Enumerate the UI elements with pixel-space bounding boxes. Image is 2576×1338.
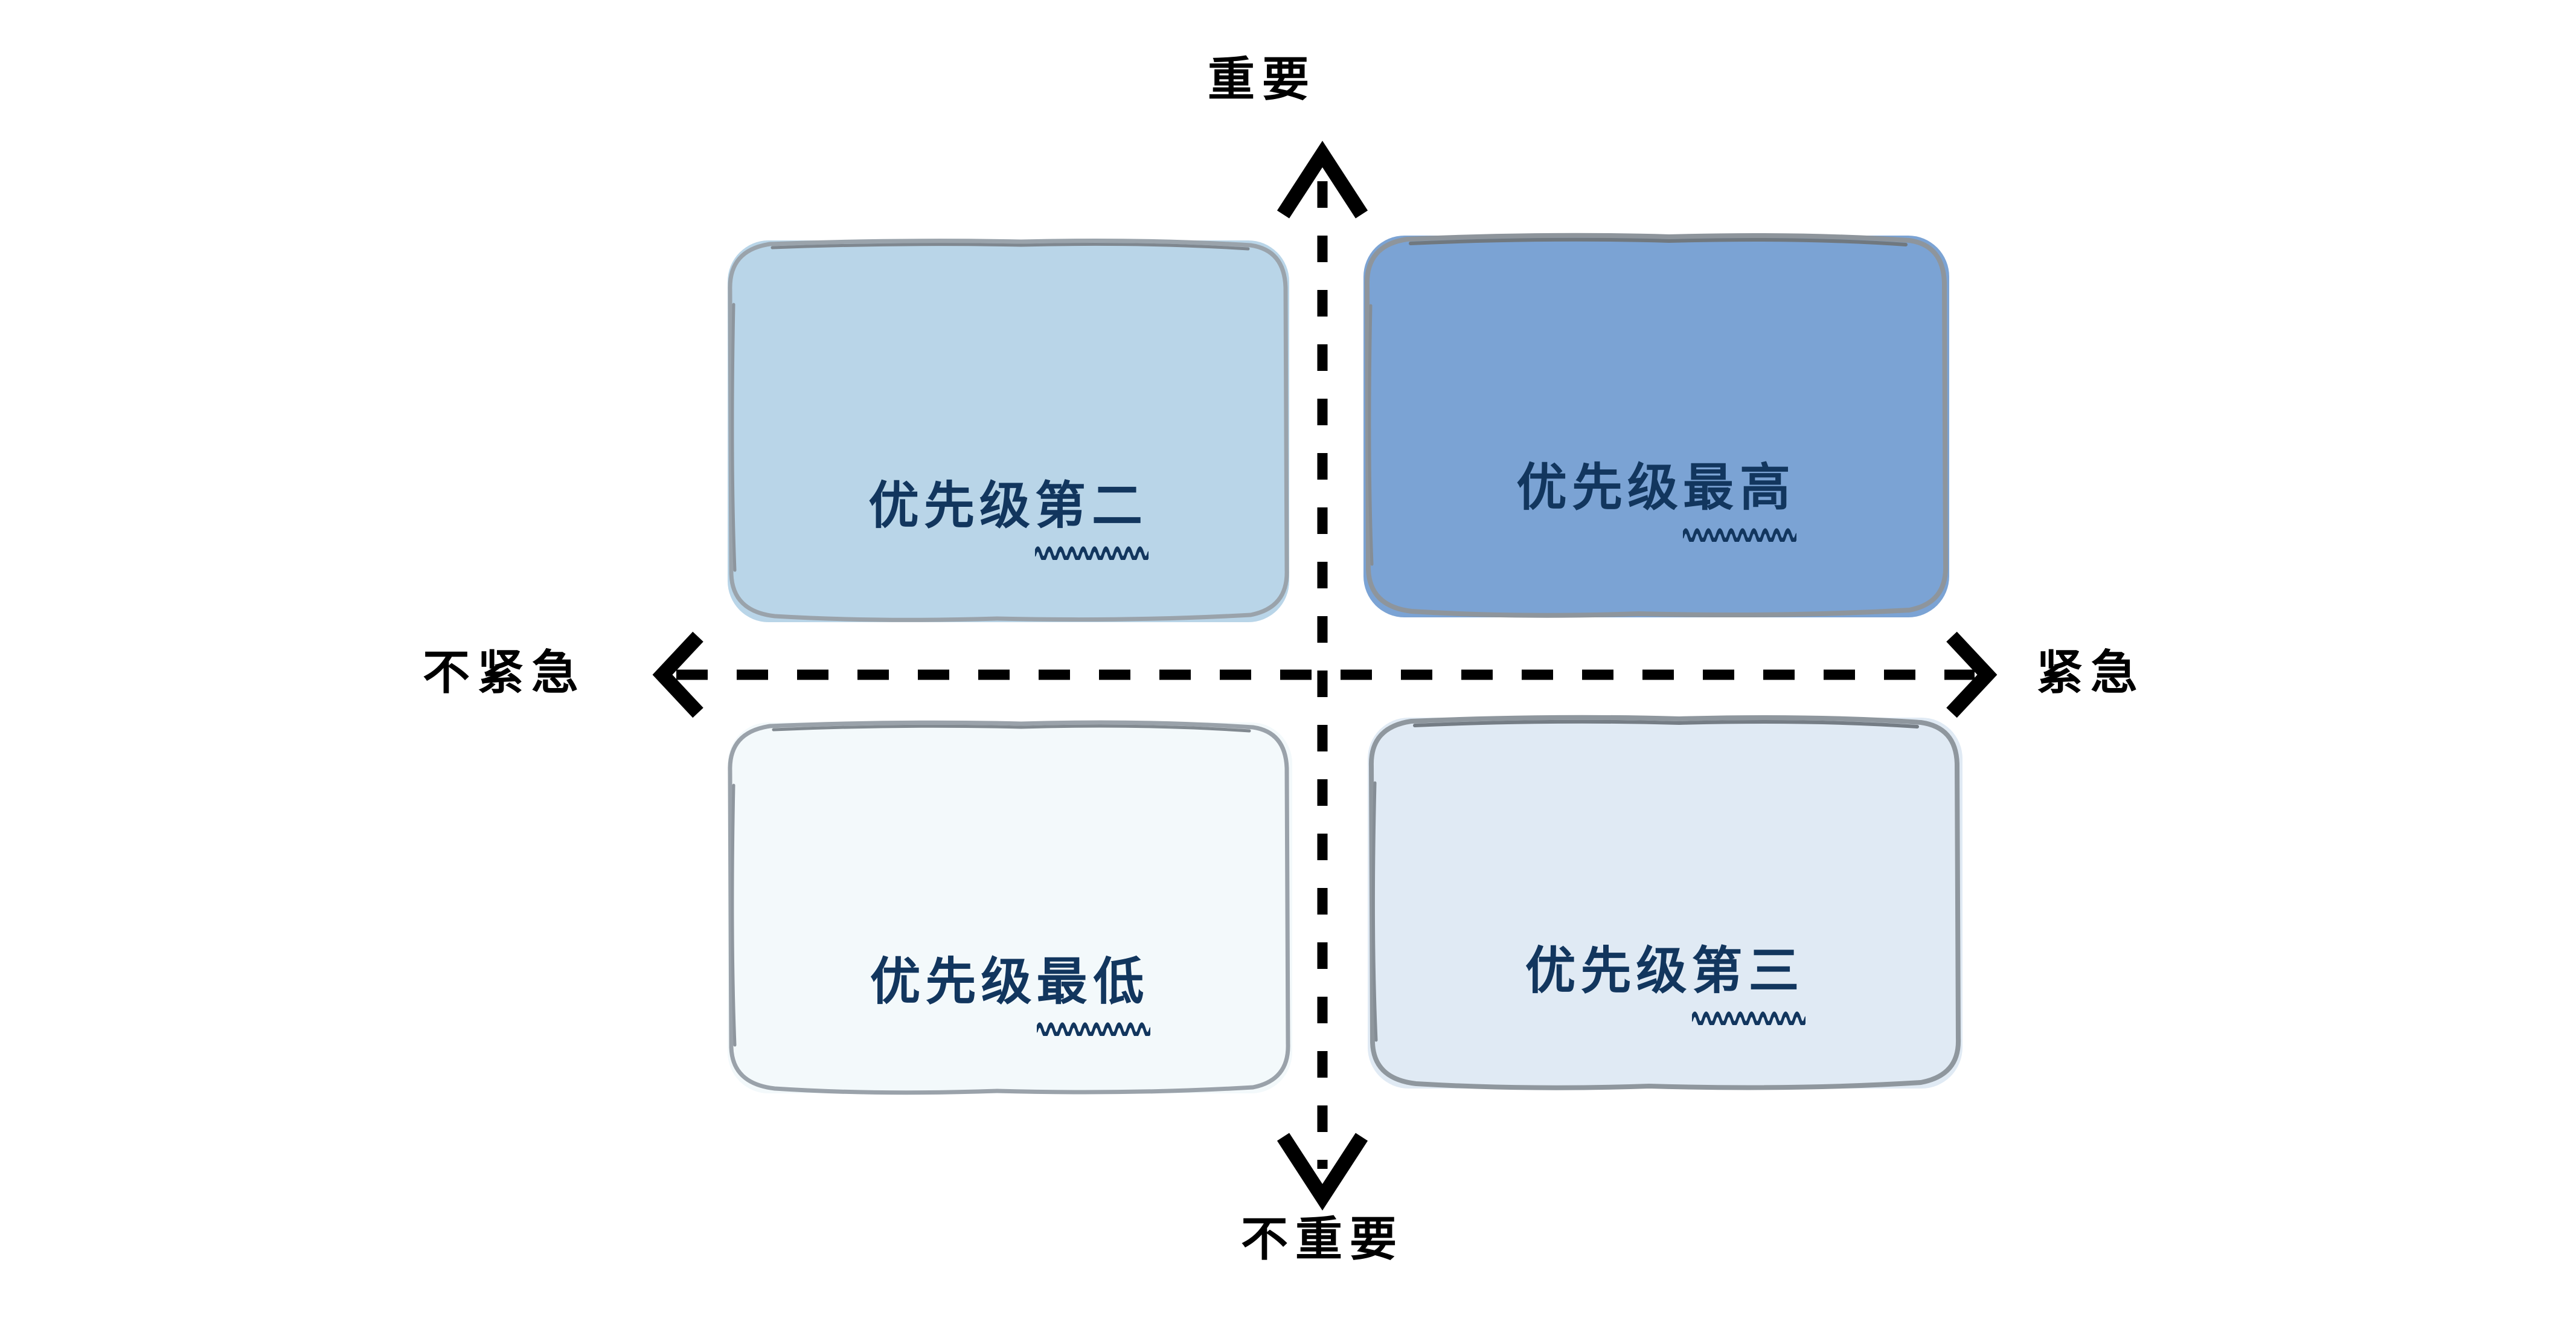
axis-label-important: 重要	[1207, 53, 1317, 106]
quadrant-sketch-border	[728, 720, 1290, 1095]
wavy-underline-icon	[1036, 1022, 1150, 1036]
quadrant-not-important-not-urgent[interactable]: 优先级最低	[728, 720, 1292, 1095]
quadrant-label-emphasis: 第二	[1035, 465, 1149, 560]
quadrant-not-important-urgent[interactable]: 优先级第三	[1368, 715, 1962, 1090]
quadrant-sketch-border	[1364, 233, 1949, 618]
quadrant-label-emphasis: 最低	[1036, 941, 1150, 1036]
quadrant-label: 优先级最低	[728, 941, 1292, 1036]
quadrant-label-prefix: 优先级	[1525, 942, 1692, 999]
quadrant-label-prefix: 优先级	[1516, 459, 1683, 516]
quadrant-label-prefix: 优先级	[870, 953, 1037, 1010]
axis-arrow-left-icon	[652, 631, 703, 718]
axis-label-urgent: 紧急	[2036, 646, 2145, 699]
quadrant-label-prefix: 优先级	[868, 477, 1035, 534]
quadrant-label-emphasis: 第三	[1691, 930, 1805, 1025]
quadrant-label: 优先级最高	[1363, 447, 1949, 542]
quadrant-sketch-border	[728, 238, 1289, 622]
quadrant-label-emphasis: 最高	[1683, 447, 1797, 542]
axis-arrow-right-icon	[1946, 631, 1998, 718]
axis-label-not-urgent: 不紧急	[423, 646, 586, 699]
wavy-underline-icon	[1683, 528, 1797, 542]
quadrant-sketch-border	[1368, 715, 1961, 1090]
quadrant-important-urgent[interactable]: 优先级最高	[1363, 233, 1949, 618]
axis-arrow-down-icon	[1277, 1133, 1368, 1211]
quadrant-label: 优先级第二	[728, 465, 1289, 560]
axis-label-not-important: 不重要	[1240, 1212, 1405, 1266]
wavy-underline-icon	[1035, 546, 1149, 560]
axis-arrow-up-icon	[1277, 140, 1368, 219]
quadrant-important-not-urgent[interactable]: 优先级第二	[728, 238, 1289, 622]
quadrant-label: 优先级第三	[1368, 930, 1962, 1025]
wavy-underline-icon	[1691, 1011, 1805, 1025]
